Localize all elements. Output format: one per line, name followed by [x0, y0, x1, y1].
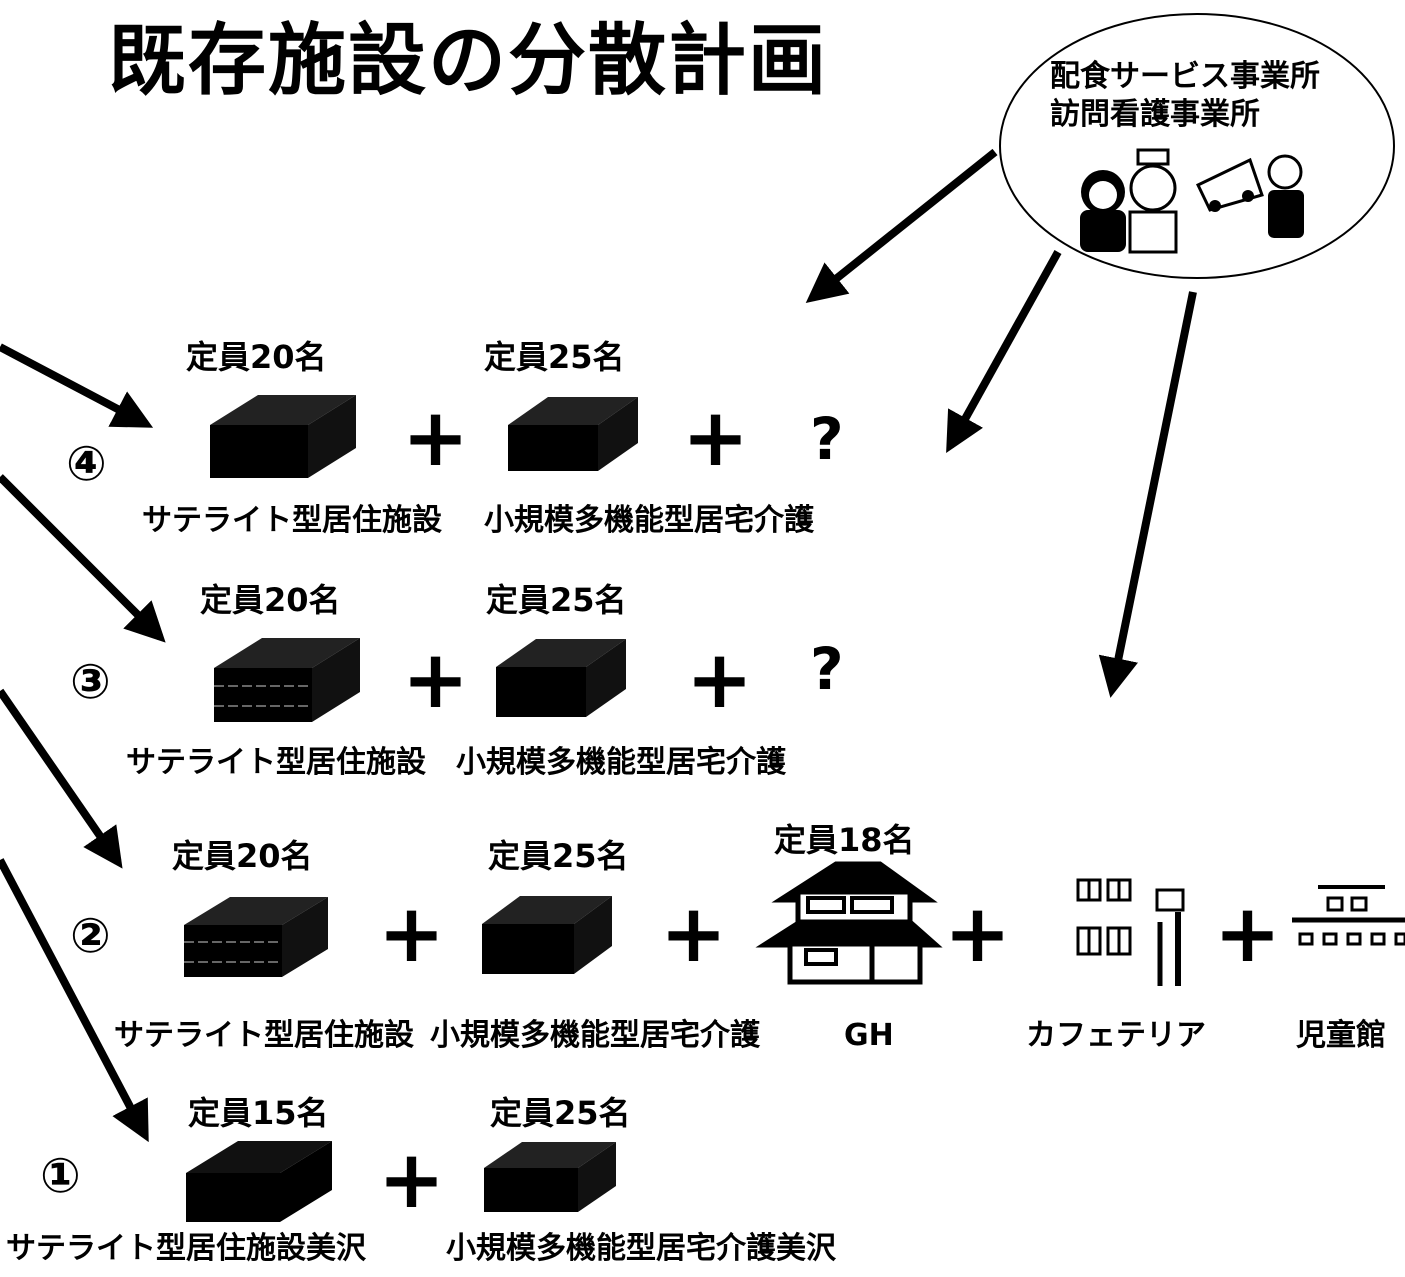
arrow-callout-3 [1098, 291, 1197, 698]
row3-number: ③ [70, 654, 111, 710]
row1-plus: + [378, 1133, 446, 1226]
arrow-to-row4 [0, 343, 154, 428]
arrow-callout-1 [805, 148, 998, 303]
arrow-callout-2 [946, 250, 1062, 453]
row4-box1 [210, 395, 356, 478]
row2-label-3: GH [844, 1018, 894, 1053]
row2-label-2: 小規模多機能型居宅介護 [430, 1018, 760, 1053]
row3-plus-1: + [402, 633, 470, 726]
row2-plus-4: + [1214, 887, 1282, 980]
row2-capacity-1: 定員20名 [172, 837, 313, 875]
row3-box1 [214, 638, 360, 722]
row2-plus-3: + [944, 887, 1012, 980]
row1-capacity-1: 定員15名 [188, 1094, 329, 1132]
people-delivery-icon [1080, 148, 1304, 254]
callout-line1: 配食サービス事業所 [1050, 59, 1320, 94]
row1-label-1: サテライト型居住施設美沢 [6, 1231, 366, 1266]
row3-label-2: 小規模多機能型居宅介護 [456, 745, 786, 780]
callout-ellipse [999, 13, 1395, 279]
row4-plus-2: + [682, 391, 750, 484]
callout-line2: 訪問看護事業所 [1050, 97, 1260, 132]
row2-capacity-3: 定員18名 [774, 821, 915, 859]
row1-box1 [186, 1141, 332, 1222]
row4-capacity-2: 定員25名 [484, 338, 625, 376]
group-home-icon [755, 861, 943, 985]
row2-plus-1: + [378, 887, 446, 980]
childrens-hall-icon [1292, 885, 1405, 946]
row1-box2 [484, 1142, 616, 1212]
row2-capacity-2: 定員25名 [488, 837, 629, 875]
row4-label-2: 小規模多機能型居宅介護 [484, 503, 814, 538]
row2-box1 [184, 897, 328, 977]
row1-number: ① [40, 1148, 81, 1204]
row3-box2 [496, 639, 626, 717]
row4-plus-1: + [402, 391, 470, 484]
row3-capacity-2: 定員25名 [486, 581, 627, 619]
arrow-to-row1 [0, 858, 149, 1143]
row4-capacity-1: 定員20名 [186, 338, 327, 376]
row4-label-1: サテライト型居住施設 [142, 503, 442, 538]
row4-number: ④ [66, 436, 107, 492]
row4-box2 [508, 397, 638, 471]
row2-label-4: カフェテリア [1026, 1018, 1206, 1053]
row1-label-2: 小規模多機能型居宅介護美沢 [446, 1231, 836, 1266]
row2-plus-2: + [660, 887, 728, 980]
row2-label-1: サテライト型居住施設 [114, 1018, 414, 1053]
row2-label-5: 児童館 [1296, 1018, 1386, 1053]
row3-label-1: サテライト型居住施設 [126, 745, 426, 780]
row3-capacity-1: 定員20名 [200, 581, 341, 619]
arrow-to-row3 [0, 474, 166, 643]
row2-box2 [482, 896, 612, 974]
cafeteria-icon [1076, 878, 1185, 986]
arrow-to-row2 [0, 688, 123, 869]
row2-number: ② [70, 908, 111, 964]
row4-question: ? [810, 405, 844, 473]
page-title: 既存施設の分散計画 [108, 16, 829, 106]
row3-question: ? [810, 635, 844, 703]
row1-capacity-2: 定員25名 [490, 1094, 631, 1132]
row3-plus-2: + [686, 633, 754, 726]
